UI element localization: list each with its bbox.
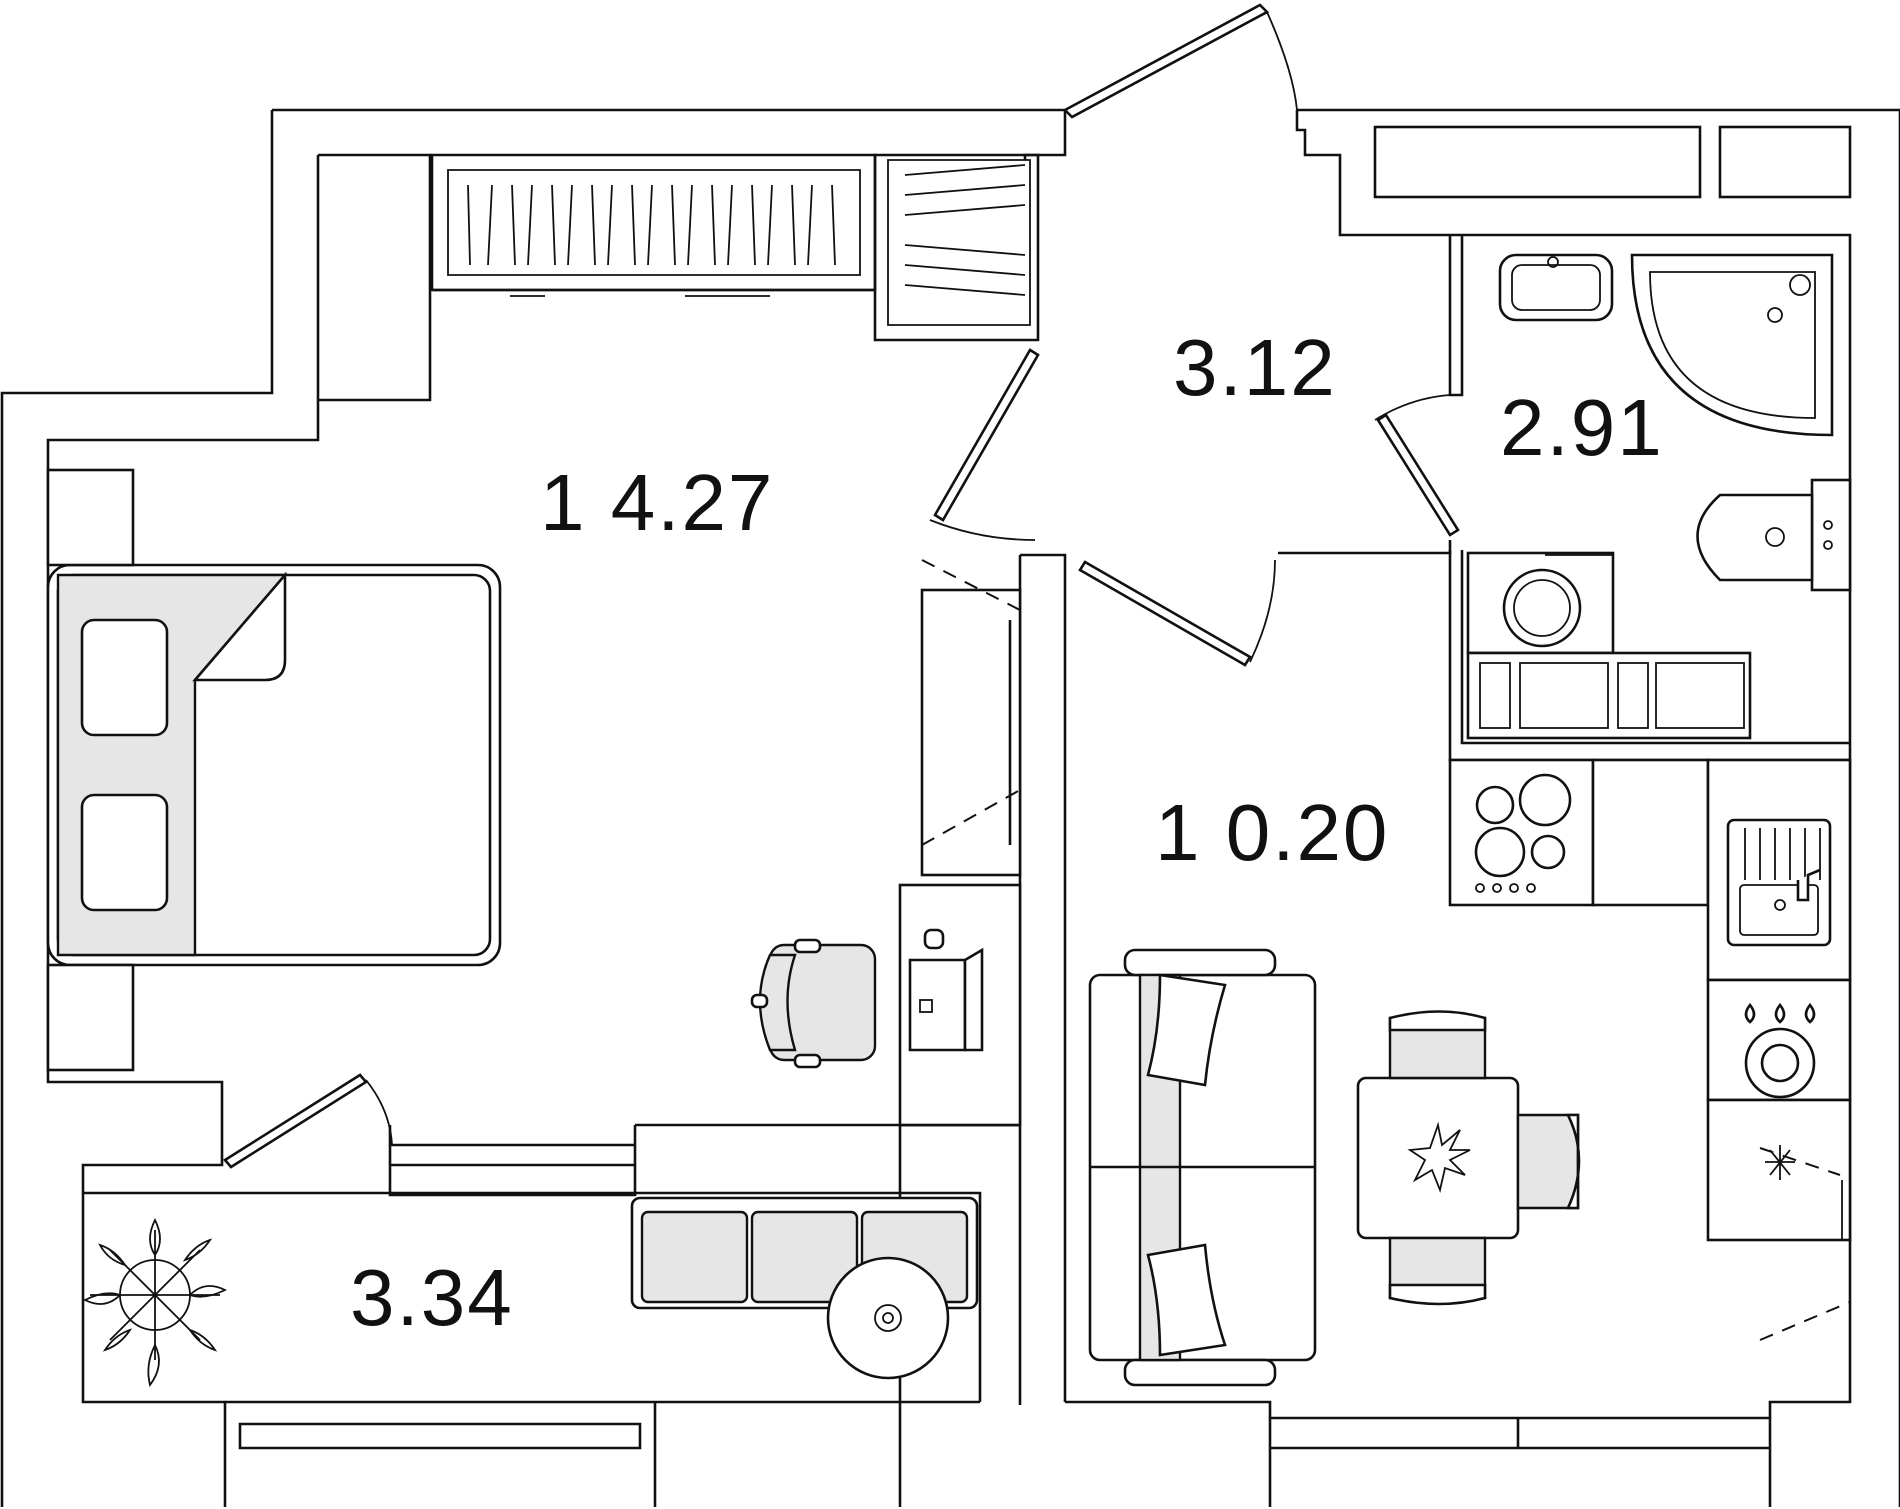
shower-icon	[1630, 253, 1834, 437]
cabinet	[1466, 651, 1752, 740]
stove-icon	[1706, 978, 1852, 1102]
room-area-balcony: 3.34	[350, 1253, 514, 1342]
wardrobe-icon	[920, 559, 1022, 877]
fridge	[1706, 1098, 1852, 1341]
bed-icon	[46, 468, 502, 1072]
room-area-bedroom: 1 4.27	[540, 458, 774, 547]
room-area-bathroom: 2.91	[1500, 383, 1664, 472]
dining-table-icon	[1356, 1010, 1581, 1306]
wardrobe-icon	[1373, 125, 1852, 199]
sink-icon	[1706, 758, 1852, 982]
laptop-icon	[908, 947, 984, 1052]
wardrobe-icon	[904, 164, 1026, 296]
wardrobe-icon	[467, 184, 836, 266]
sofa-icon	[1088, 948, 1317, 1387]
plant-icon	[82, 1217, 228, 1388]
area-labels: 1 4.27 3.12 2.91 1 0.20 3.34	[350, 323, 1664, 1342]
toilet-icon	[1696, 478, 1852, 592]
sink-icon	[1498, 253, 1614, 322]
chair-icon	[750, 938, 877, 1069]
cabinet	[1591, 758, 1710, 907]
room-area-hallway: 3.12	[1173, 323, 1337, 412]
room-area-kitchen-living: 1 0.20	[1155, 788, 1389, 877]
stove-icon	[1448, 758, 1595, 907]
chair-icon	[826, 1256, 950, 1380]
doors	[223, 3, 1460, 1169]
washing-machine-icon	[1466, 551, 1615, 655]
